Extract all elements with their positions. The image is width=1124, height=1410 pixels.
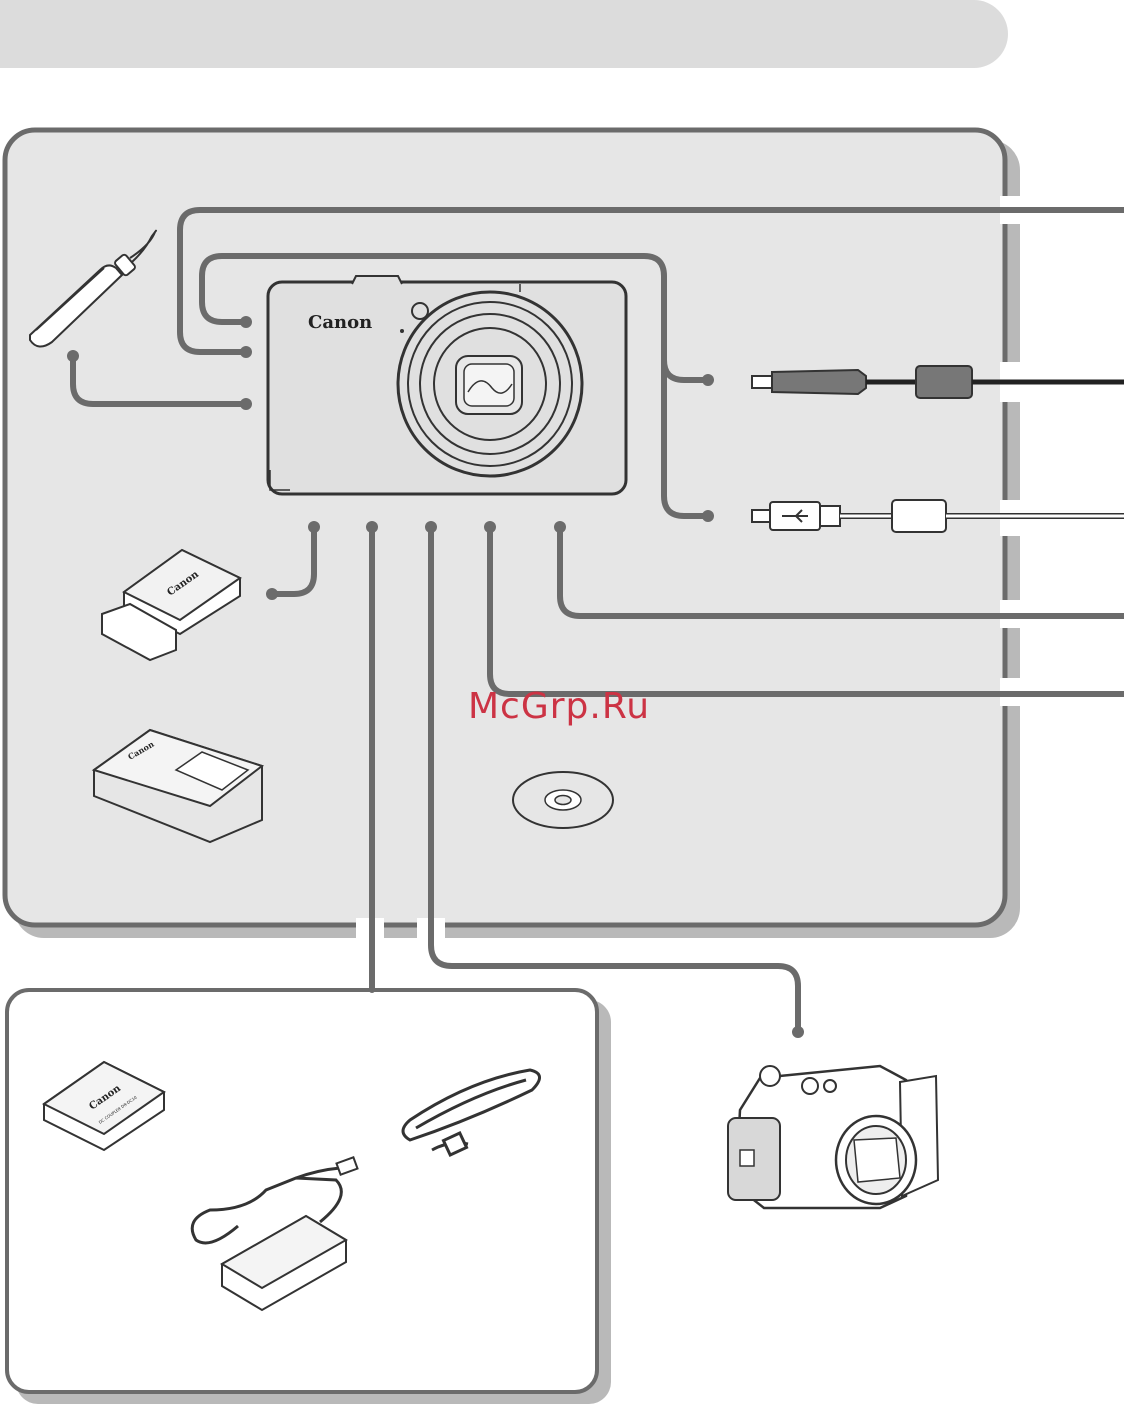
- connector-dot: [308, 521, 320, 533]
- cd-rom-illustration: [513, 772, 613, 828]
- connector-dot: [792, 1026, 804, 1038]
- connector-dot: [702, 510, 714, 522]
- connector-dot: [484, 521, 496, 533]
- kit-panel: [7, 990, 597, 1392]
- waterproof-case-illustration: [728, 1066, 938, 1208]
- connector-dot: [366, 521, 378, 533]
- usb-cable-illustration: [752, 500, 1124, 532]
- connector-dot: [240, 346, 252, 358]
- connector-dot: [702, 374, 714, 386]
- connector-dot: [554, 521, 566, 533]
- connector-dot: [240, 316, 252, 328]
- connector-dot: [425, 521, 437, 533]
- connector-dot: [240, 398, 252, 410]
- camera-brand-logo: Canon: [308, 312, 372, 333]
- watermark-text: McGrp.Ru: [468, 686, 650, 727]
- connector-dot: [67, 350, 79, 362]
- av-cable-illustration: [752, 366, 1124, 398]
- connector-dot: [266, 588, 278, 600]
- camera-illustration: Canon: [268, 276, 626, 494]
